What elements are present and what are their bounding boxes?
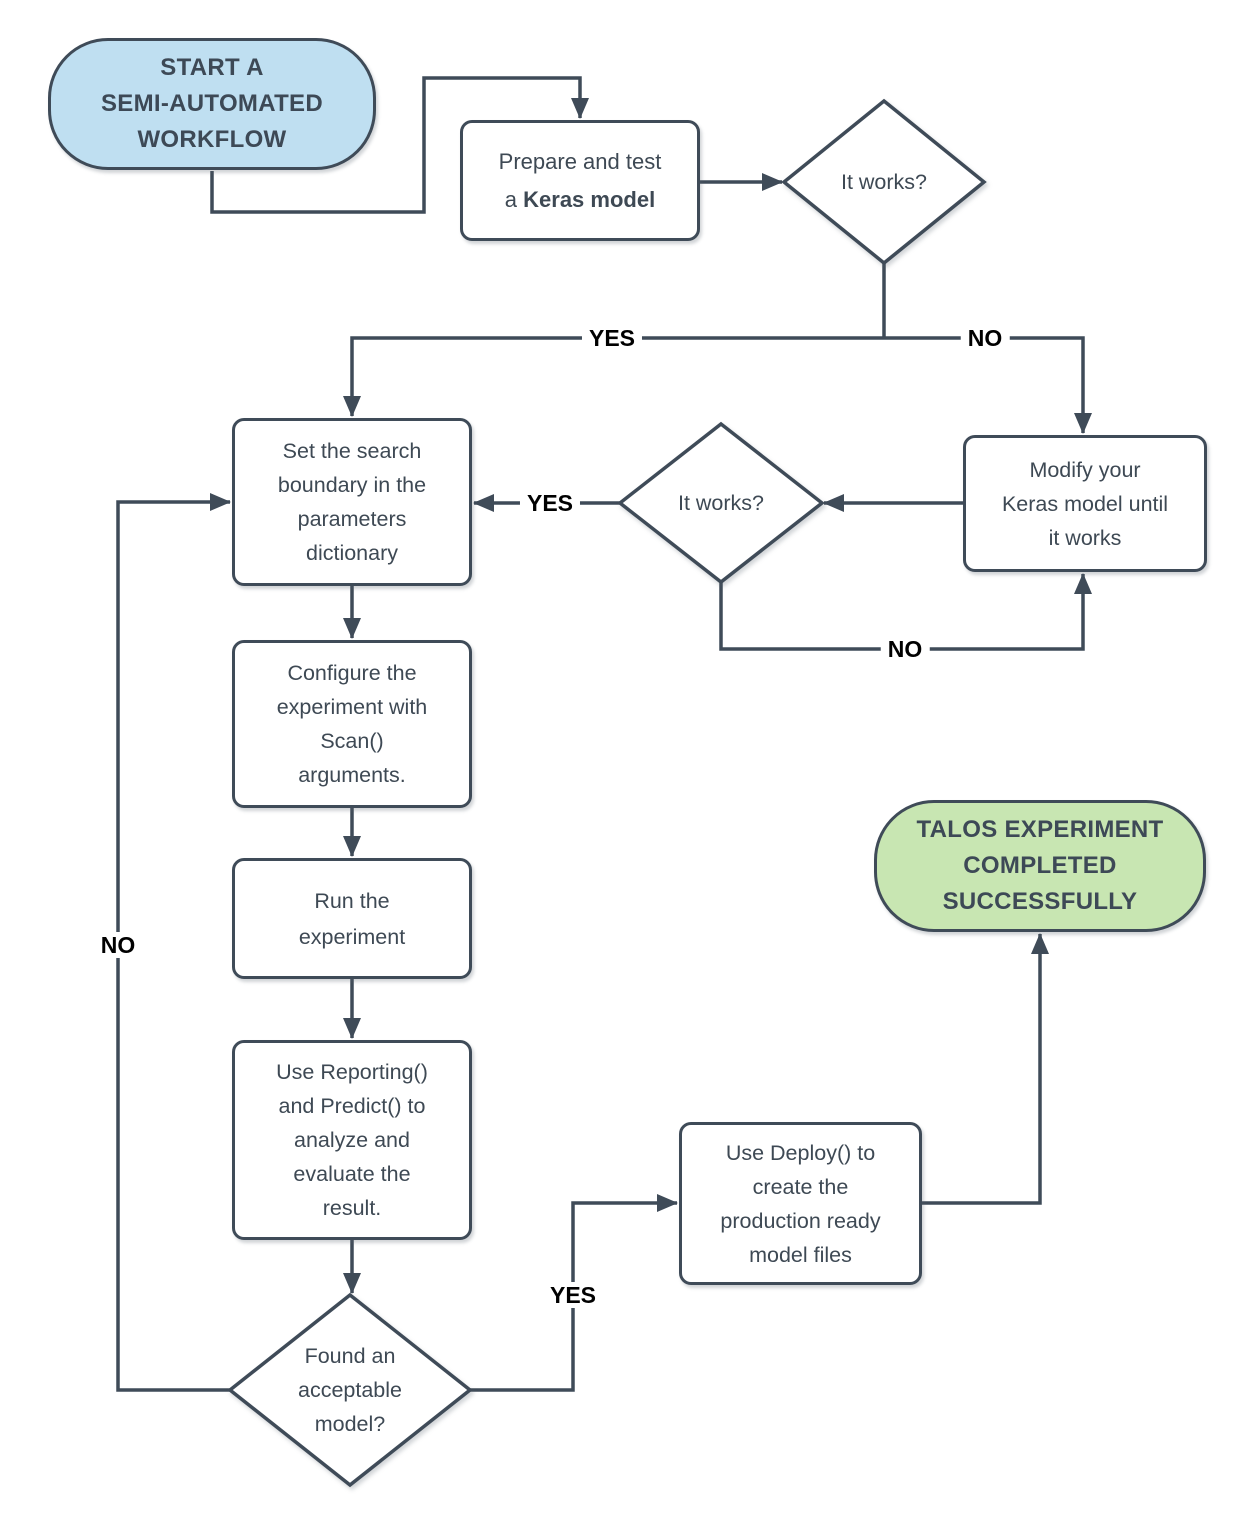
start-terminator: START A SEMI-AUTOMATED WORKFLOW	[48, 38, 376, 170]
step-prepare-keras-model: Prepare and test a Keras model	[460, 120, 700, 241]
step-modify-keras-model-label: Modify your Keras model until it works	[1001, 457, 1169, 550]
edge-label-found-no: NO	[93, 932, 143, 958]
edge-label-works1-yes: YES	[581, 325, 643, 351]
decision-found-model-shape	[227, 1292, 473, 1488]
step-set-search-boundary-label: Set the search boundary in the parameter…	[277, 439, 427, 565]
edge-label-works2-yes: YES	[519, 490, 581, 516]
edge-works1-yes	[343, 336, 884, 417]
step-reporting-predict-label: Use Reporting() and Predict() to analyze…	[276, 1060, 428, 1220]
step-deploy: Use Deploy() to create the production re…	[679, 1122, 922, 1285]
decision-it-works-2-shape	[617, 421, 825, 585]
prepare-label-line2-prefix: a	[504, 186, 524, 212]
start-terminator-label: START A SEMI-AUTOMATED WORKFLOW	[101, 54, 323, 153]
step-reporting-predict: Use Reporting() and Predict() to analyze…	[232, 1040, 472, 1240]
prepare-label-line1: Prepare and test	[498, 148, 662, 174]
step-configure-experiment-label: Configure the experiment with Scan() arg…	[276, 661, 428, 787]
end-terminator: TALOS EXPERIMENT COMPLETED SUCCESSFULLY	[874, 800, 1206, 932]
step-run-experiment-label: Run the experiment	[298, 888, 406, 949]
edge-works1-no	[884, 336, 1092, 434]
edge-deploy-to-end	[922, 933, 1049, 1205]
edge-start-to-prepare	[210, 76, 589, 214]
step-configure-experiment: Configure the experiment with Scan() arg…	[232, 640, 472, 808]
edge-label-works2-no: NO	[880, 636, 930, 662]
step-modify-keras-model: Modify your Keras model until it works	[963, 435, 1207, 572]
prepare-label-line2-bold: Keras model	[523, 186, 656, 212]
step-deploy-label: Use Deploy() to create the production re…	[720, 1140, 881, 1267]
step-run-experiment: Run the experiment	[232, 858, 472, 979]
step-prepare-keras-model-label: Prepare and test a Keras model	[499, 143, 662, 219]
end-terminator-label: TALOS EXPERIMENT COMPLETED SUCCESSFULLY	[916, 816, 1164, 915]
edge-label-works1-no: NO	[960, 325, 1010, 351]
step-set-search-boundary: Set the search boundary in the parameter…	[232, 418, 472, 586]
edge-label-found-yes: YES	[542, 1282, 604, 1308]
decision-it-works-1-shape	[781, 98, 987, 266]
